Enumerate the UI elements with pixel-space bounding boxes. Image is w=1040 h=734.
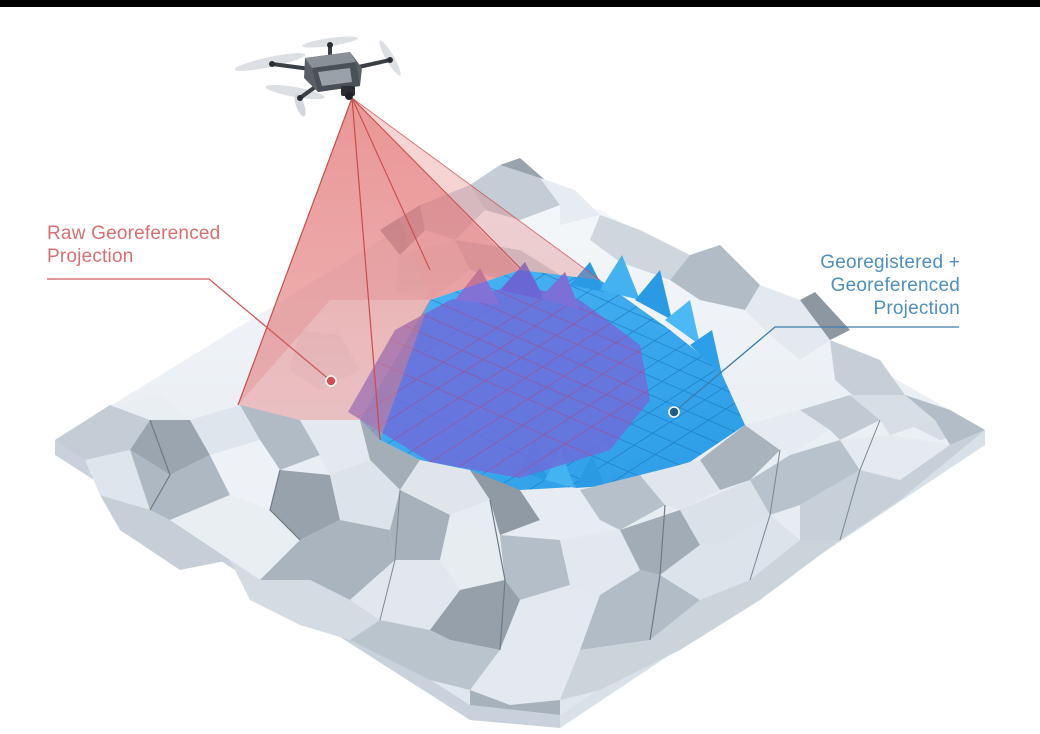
drone-icon — [234, 34, 404, 118]
geo-label-line3: Projection — [820, 297, 960, 320]
geo-label-line2: Georeferenced — [820, 274, 960, 297]
raw-projection-marker — [326, 376, 336, 386]
raw-projection-label: Raw Georeferenced Projection — [47, 222, 220, 268]
raw-label-line1: Raw Georeferenced — [47, 222, 220, 245]
geo-label-line1: Georegistered + — [820, 251, 960, 274]
georegistered-projection-marker — [669, 407, 679, 417]
raw-label-line2: Projection — [47, 245, 220, 268]
georegistered-projection-label: Georegistered + Georeferenced Projection — [820, 251, 960, 320]
